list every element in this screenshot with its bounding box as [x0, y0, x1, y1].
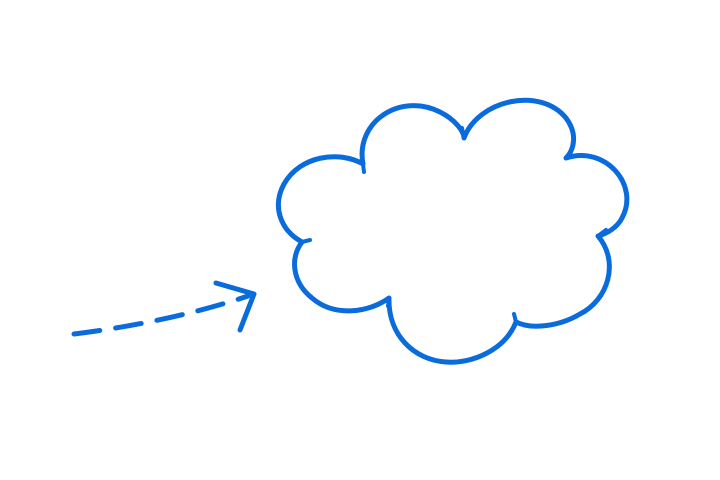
cloud-nub [386, 296, 391, 308]
cloud-outline [275, 97, 630, 365]
cloud-nub [460, 126, 466, 140]
cloud-nub [512, 312, 518, 324]
cloud-nub [361, 162, 366, 174]
cloud-nub [596, 228, 608, 238]
arrow-head [213, 280, 257, 333]
cloud-nub [564, 154, 576, 160]
arrow-icon [71, 280, 257, 337]
arrow-shaft [71, 293, 251, 337]
cloud-nub [300, 238, 312, 244]
cloud-icon [275, 97, 630, 365]
